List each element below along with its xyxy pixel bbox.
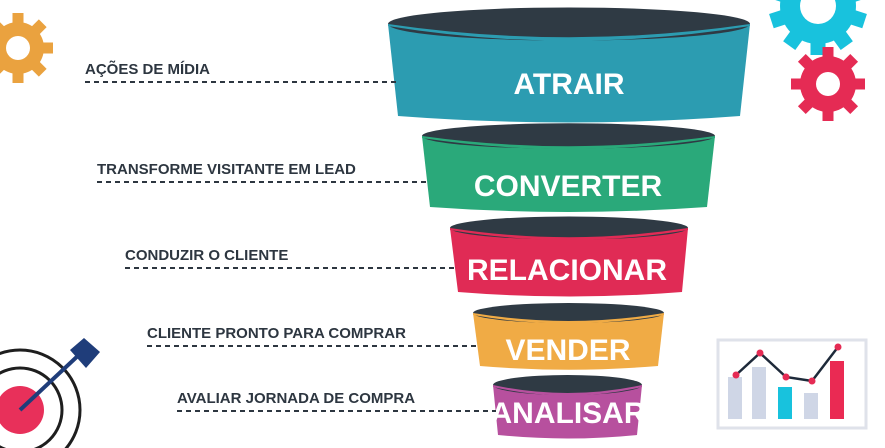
red-gear-icon — [791, 47, 865, 121]
mini-chart-bars — [728, 361, 844, 419]
mini-chart-bar — [804, 393, 818, 419]
stage-description: CONDUZIR O CLIENTE — [125, 247, 456, 269]
funnel-stage-rim — [473, 303, 664, 323]
funnel-stage-converter: CONVERTER — [422, 123, 715, 212]
funnel-stage-body — [450, 228, 688, 297]
mini-chart-bar — [830, 361, 844, 419]
mini-chart-bar — [728, 377, 742, 419]
funnel-stage-body — [422, 136, 715, 212]
mini-chart-bar — [752, 367, 766, 419]
funnel-stage-label: ANALISAR — [491, 397, 646, 430]
funnel-stage-rim — [388, 7, 750, 41]
funnel-stage-label: ATRAIR — [513, 68, 624, 101]
stage-description-text: AVALIAR JORNADA DE COMPRA — [177, 390, 415, 407]
funnel-stage-lip — [473, 313, 664, 324]
funnel-stage-label: RELACIONAR — [467, 254, 667, 287]
funnel-stage-rim — [422, 123, 715, 149]
funnel-stage-body — [473, 313, 664, 370]
stage-description: CLIENTE PRONTO PARA COMPRAR — [147, 325, 478, 347]
funnel-stage-lip — [493, 385, 642, 396]
funnel: ATRAIR CONVERTER RELACIONAR VENDER ANALISAR — [388, 7, 750, 439]
funnel-stage-rim — [493, 375, 642, 395]
stage-description-text: AÇÕES DE MÍDIA — [85, 60, 210, 78]
stage-description: TRANSFORME VISITANTE EM LEAD — [97, 161, 428, 183]
orange-gear-icon — [0, 13, 53, 83]
funnel-stage-label: CONVERTER — [474, 170, 663, 203]
funnel-stage-label: VENDER — [505, 334, 630, 367]
stage-description-text: CLIENTE PRONTO PARA COMPRAR — [147, 325, 406, 342]
funnel-stage-atrair: ATRAIR — [388, 7, 750, 123]
stage-description: AÇÕES DE MÍDIA — [85, 60, 396, 83]
mini-chart-bar — [778, 387, 792, 419]
funnel-stage-body — [493, 385, 642, 439]
funnel-stage-lip — [388, 24, 750, 41]
funnel-stage-relacionar: RELACIONAR — [450, 216, 688, 297]
cyan-gear-icon — [769, 0, 867, 55]
funnel-stage-lip — [450, 228, 688, 240]
funnel-stage-body — [388, 24, 750, 123]
target-icon — [0, 338, 100, 448]
funnel-stage-analisar: ANALISAR — [491, 375, 646, 439]
stage-description: AVALIAR JORNADA DE COMPRA — [177, 390, 496, 412]
funnel-stage-vender: VENDER — [473, 303, 664, 370]
funnel-stage-lip — [422, 136, 715, 150]
stage-description-text: TRANSFORME VISITANTE EM LEAD — [97, 161, 356, 178]
stage-descriptions: AÇÕES DE MÍDIA TRANSFORME VISITANTE EM LE… — [85, 60, 496, 412]
mini-chart-icon — [716, 338, 868, 430]
stage-description-text: CONDUZIR O CLIENTE — [125, 247, 288, 264]
funnel-stage-rim — [450, 216, 688, 240]
